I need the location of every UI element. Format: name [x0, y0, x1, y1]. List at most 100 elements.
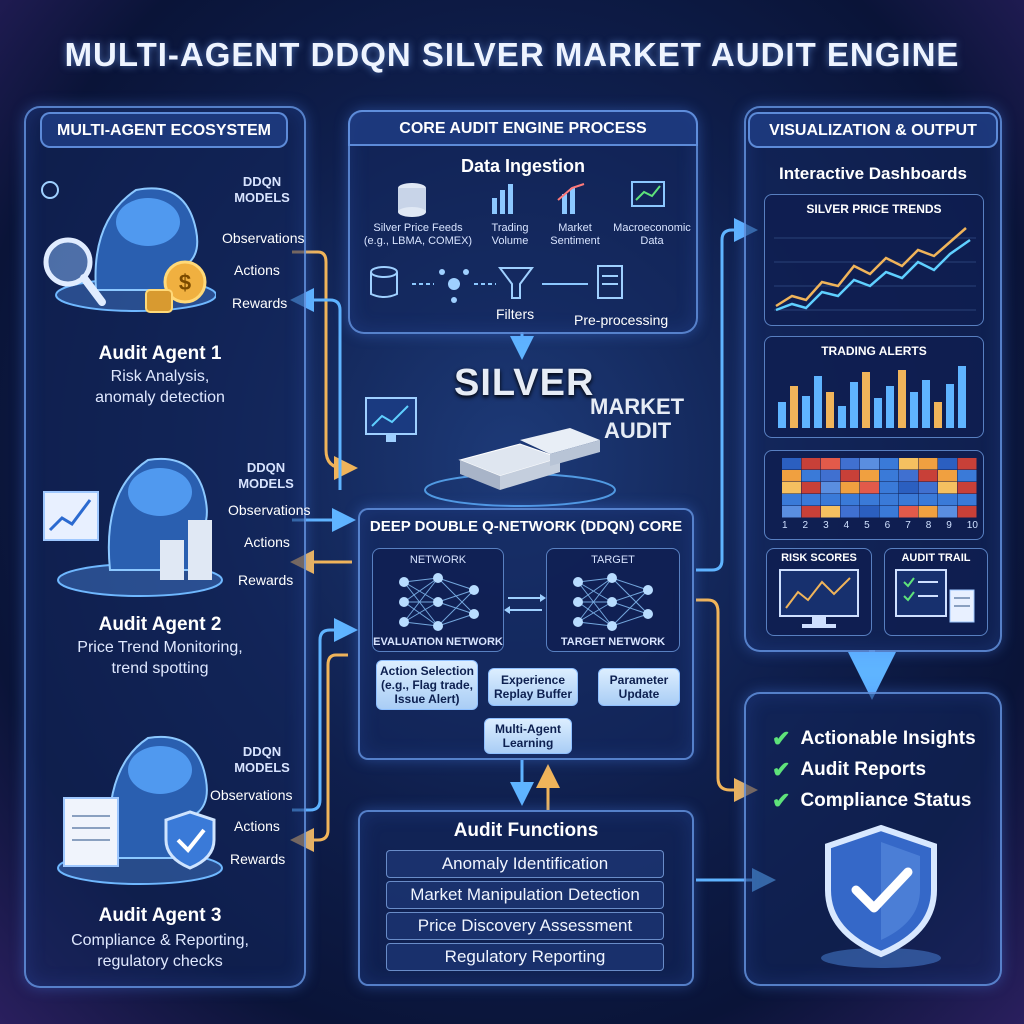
ddqn-core-title: DEEP DOUBLE Q-NETWORK (DDQN) CORE	[369, 518, 683, 535]
actions-label: Actions	[244, 534, 290, 550]
heatmap-cell	[801, 482, 821, 494]
agent-2-title: Audit Agent 2	[98, 614, 222, 635]
checkmark-icon: ✔	[772, 726, 791, 751]
checklist-icon	[597, 265, 623, 299]
sync-arrows	[504, 594, 546, 614]
agent-1-desc-line2: anomaly detection	[95, 389, 225, 406]
visualization-output-header: VISUALIZATION & OUTPUT	[748, 112, 998, 148]
heatmap-cell	[801, 506, 821, 518]
heatmap-cell	[821, 494, 840, 506]
database-icon	[398, 183, 426, 217]
target-network-label: TARGET NETWORK	[560, 636, 666, 648]
observations-label: Observations	[228, 502, 311, 518]
page-title: MULTI-AGENT DDQN SILVER MARKET AUDIT ENG…	[64, 36, 960, 73]
insight-audit-reports: ✔ Audit Reports	[772, 757, 926, 783]
heatmap-cell	[821, 482, 840, 494]
heatmap-cell	[938, 506, 957, 518]
emblem-silver-text: SILVER	[454, 362, 595, 404]
heatmap-cell	[801, 494, 821, 506]
data-source-icons	[398, 181, 665, 217]
heat-tick: 3	[823, 520, 829, 531]
brain-head-icon	[41, 181, 216, 312]
heatmap-cell	[879, 458, 899, 470]
agent-3-title: Audit Agent 3	[98, 905, 222, 926]
checkmark-icon: ✔	[772, 757, 791, 782]
source-silver-price-feeds: Silver Price Feeds (e.g., LBMA, COMEX)	[363, 222, 473, 247]
heatmap-cell	[918, 482, 938, 494]
heat-tick: 9	[946, 520, 952, 531]
heatmap-cell	[801, 458, 821, 470]
heatmap-cell	[899, 458, 918, 470]
heatmap-cell	[840, 458, 860, 470]
monitor-chart-icon	[365, 397, 417, 442]
heatmap-cell	[879, 506, 899, 518]
insight-actionable-insights: ✔ Actionable Insights	[772, 726, 976, 752]
heatmap-cell	[860, 482, 879, 494]
emblem-market-text: MARKET	[590, 394, 685, 419]
source-market-sentiment: Market Sentiment	[550, 222, 600, 247]
heatmap-cell	[821, 458, 840, 470]
evaluation-network-label: EVALUATION NETWORK	[373, 636, 503, 648]
preprocessing-label: Pre-processing	[574, 312, 669, 328]
heatmap-cell	[860, 506, 879, 518]
heat-tick: 8	[925, 520, 932, 531]
monitor-chart-icon	[631, 181, 665, 207]
heatmap-cell	[899, 506, 918, 518]
heat-tick: 10	[966, 520, 978, 531]
heatmap-cell	[860, 470, 879, 482]
target-label: TARGET	[591, 554, 635, 566]
price-trends-card	[764, 194, 984, 326]
agent-2-desc-line1: Price Trend Monitoring,	[77, 639, 243, 656]
price-trends-title: SILVER PRICE TRENDS	[806, 202, 942, 216]
emblem-audit-text: AUDIT	[604, 418, 672, 443]
agent-3-desc-line2: regulatory checks	[97, 953, 223, 970]
data-ingestion-title: Data Ingestion	[460, 156, 585, 176]
ddqn-models-label: DDQN MODELS	[238, 460, 294, 491]
heat-tick: 6	[884, 520, 891, 531]
heatmap-cell	[918, 494, 938, 506]
heatmap-cell	[879, 494, 899, 506]
rewards-label: Rewards	[238, 572, 294, 588]
neural-network-icon	[399, 573, 479, 631]
heatmap-cell	[899, 482, 918, 494]
heatmap-cell	[938, 458, 957, 470]
trading-alerts-title: TRADING ALERTS	[821, 344, 927, 358]
function-regulatory-reporting: Regulatory Reporting	[386, 943, 664, 971]
agent-1-desc-line1: Risk Analysis,	[110, 368, 210, 385]
network-node-icon	[439, 269, 469, 303]
heatmap-cell	[879, 470, 899, 482]
heatmap-cell	[821, 470, 840, 482]
shield-check-icon	[821, 824, 941, 968]
trading-alerts-bar-chart	[778, 366, 966, 428]
ddqn-models-label: DDQN MODELS	[234, 744, 290, 775]
actions-label: Actions	[234, 262, 280, 278]
heatmap-cell	[860, 458, 879, 470]
heatmap-cell	[899, 470, 918, 482]
heatmap-cell	[918, 470, 938, 482]
audit-trail-title: AUDIT TRAIL	[901, 552, 971, 564]
brain-head-icon	[43, 457, 223, 597]
brain-head-icon	[57, 735, 223, 885]
heatmap-cell	[918, 458, 938, 470]
audit-functions-title: Audit Functions	[453, 820, 599, 841]
heatmap-cell	[782, 470, 801, 482]
insight-label: Compliance Status	[800, 790, 972, 811]
source-macroeconomic-data: Macroeconomic Data	[613, 222, 691, 247]
heatmap-cell	[840, 482, 860, 494]
rewards-label: Rewards	[230, 851, 286, 867]
insight-label: Actionable Insights	[800, 728, 976, 749]
multi-agent-learning-chip: Multi-Agent Learning	[484, 718, 572, 754]
sentiment-chart-icon	[557, 183, 585, 214]
heatmap-cell	[938, 494, 957, 506]
observations-label: Observations	[210, 787, 293, 803]
heatmap-cell	[918, 506, 938, 518]
preprocessing-flow	[370, 265, 623, 303]
actions-label: Actions	[234, 818, 280, 834]
heatmap-cell	[957, 482, 977, 494]
function-price-discovery-assessment: Price Discovery Assessment	[386, 912, 664, 940]
heatmap-cell	[957, 470, 977, 482]
heatmap-cell	[957, 506, 977, 518]
bar-chart-icon	[492, 184, 513, 214]
coins-icon: $	[145, 260, 207, 313]
dashboards-title: Interactive Dashboards	[778, 164, 967, 183]
